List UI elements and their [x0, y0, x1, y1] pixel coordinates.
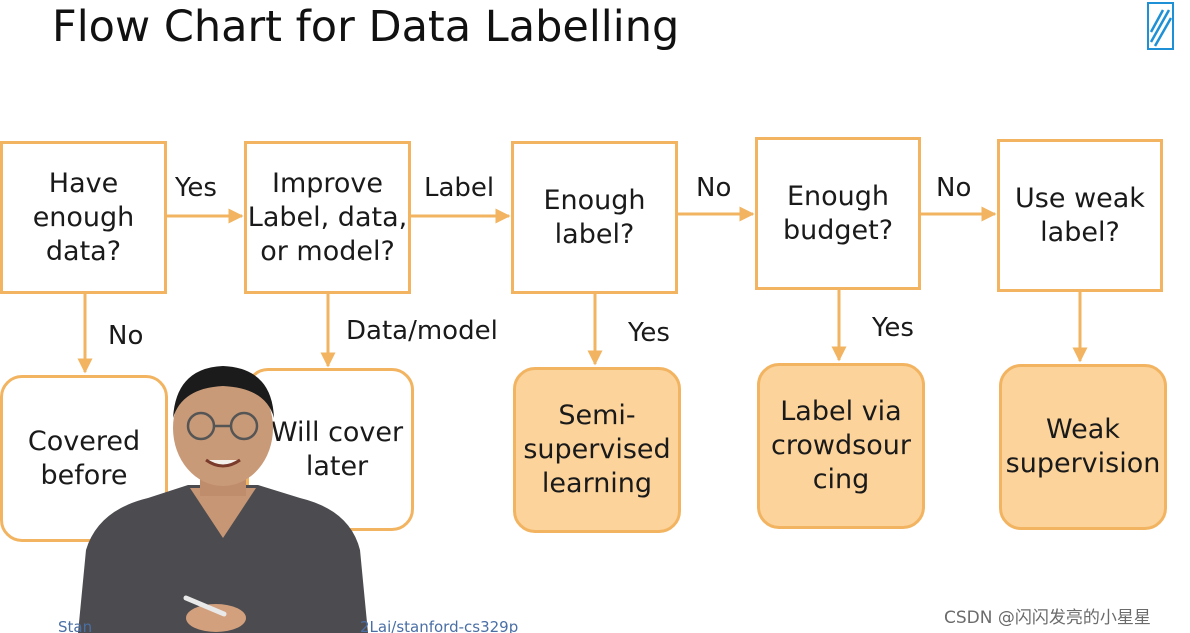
- edge-label-data-model: Data/model: [346, 316, 498, 346]
- edge-label-yes-2: Yes: [628, 318, 670, 348]
- edge-label-no-1: No: [696, 173, 732, 203]
- node-enough-budget-label: Enough budget?: [782, 180, 894, 246]
- watermark-text: CSDN @闪闪发亮的小星星: [944, 608, 1151, 628]
- node-have-enough-data-label: Have enough data?: [32, 167, 135, 267]
- presenter-video: [78, 366, 368, 633]
- node-label-via-crowdsourcing-label: Label via crowdsour cing: [771, 396, 911, 495]
- node-will-cover-later-label: Will cover later: [270, 416, 404, 482]
- node-improve-label: Improve Label, data, or model?: [247, 167, 408, 267]
- node-use-weak-label: Use weak label?: [997, 139, 1163, 292]
- node-semi-supervised: Semi- supervised learning: [513, 367, 681, 533]
- edge-label-yes-1: Yes: [175, 173, 217, 203]
- node-weak-supervision-label: Weak supervision: [1005, 414, 1161, 479]
- node-enough-label: Enough label?: [511, 141, 678, 294]
- footer-link-text: 2Lai/stanford-cs329p: [360, 618, 519, 633]
- node-enough-label-label: Enough label?: [543, 184, 646, 250]
- node-have-enough-data: Have enough data?: [0, 141, 167, 294]
- edge-label-label: Label: [424, 173, 495, 203]
- corner-logo-icon: [1147, 2, 1174, 50]
- edge-label-no-3: No: [108, 321, 144, 351]
- footer-left-text: Stan: [58, 618, 93, 633]
- edge-label-yes-3: Yes: [872, 313, 914, 343]
- edge-label-no-2: No: [936, 173, 972, 203]
- node-label-via-crowdsourcing: Label via crowdsour cing: [757, 363, 925, 529]
- node-semi-supervised-label: Semi- supervised learning: [523, 400, 671, 499]
- node-improve: Improve Label, data, or model?: [244, 141, 411, 294]
- node-covered-before-label: Covered before: [27, 425, 141, 491]
- node-enough-budget: Enough budget?: [755, 137, 921, 290]
- slide-title: Flow Chart for Data Labelling: [52, 2, 680, 52]
- node-weak-supervision: Weak supervision: [999, 364, 1167, 530]
- node-use-weak-label-label: Use weak label?: [1015, 182, 1145, 248]
